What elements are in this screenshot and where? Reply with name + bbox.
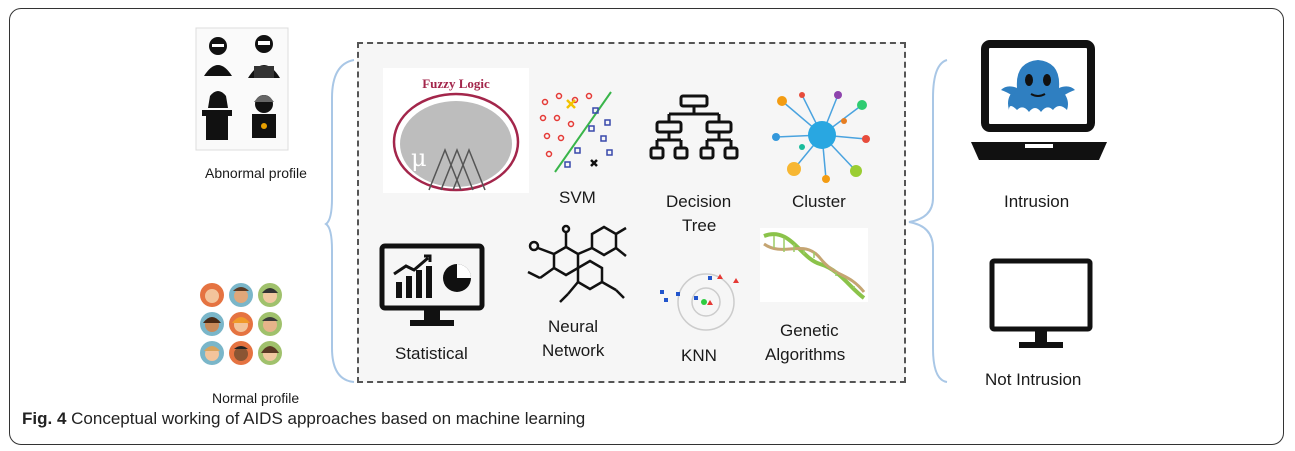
monster-icon: [1001, 60, 1075, 112]
neural-network-icon: [527, 224, 627, 303]
knn-icon: [660, 273, 739, 331]
hacker-icon: [252, 95, 276, 138]
abnormal-profile-label: Abnormal profile: [205, 165, 307, 181]
normal-profile-icon: [200, 283, 282, 365]
fuzzy-logic-title: Fuzzy Logic: [422, 76, 490, 91]
decision-tree-label-line1: Decision: [666, 192, 732, 211]
decision-tree-label-line2: Tree: [682, 216, 717, 235]
statistical-icon: [379, 243, 485, 326]
left-brace: [324, 59, 355, 383]
cluster-label: Cluster: [792, 192, 846, 211]
normal-profile-label: Normal profile: [212, 390, 300, 406]
knn-label: KNN: [681, 346, 717, 365]
figure-frame: [9, 8, 1284, 445]
mu-symbol: μ: [411, 144, 427, 172]
figure-number: Fig. 4: [22, 409, 67, 428]
cluster-icon: [772, 91, 870, 183]
svm-label: SVM: [559, 188, 596, 207]
decision-tree-icon: [649, 94, 739, 160]
intrusion-label: Intrusion: [1004, 192, 1070, 211]
hacker-icon: [202, 91, 232, 140]
right-brace: [908, 59, 948, 383]
figure-caption: Fig. 4 Conceptual working of AIDS approa…: [22, 409, 585, 429]
not-intrusion-monitor-icon: [989, 258, 1093, 348]
neural-network-label-line2: Network: [542, 341, 605, 360]
abnormal-profile-icon: [195, 27, 289, 151]
statistical-label: Statistical: [395, 344, 468, 363]
fuzzy-logic-icon: Fuzzy Logic μ: [383, 68, 529, 193]
genetic-label-line2: Algorithms: [765, 345, 846, 364]
svm-icon: [539, 91, 613, 173]
not-intrusion-label: Not Intrusion: [985, 370, 1082, 389]
genetic-label-line1: Genetic: [780, 321, 839, 340]
caption-text: Conceptual working of AIDS approaches ba…: [66, 409, 586, 428]
person-icon: [200, 283, 282, 365]
hacker-icon: [248, 35, 280, 78]
hacker-icon: [204, 37, 232, 76]
intrusion-laptop-icon: [971, 40, 1107, 160]
neural-network-label-line1: Neural: [548, 317, 599, 336]
dna-icon: [760, 228, 868, 302]
